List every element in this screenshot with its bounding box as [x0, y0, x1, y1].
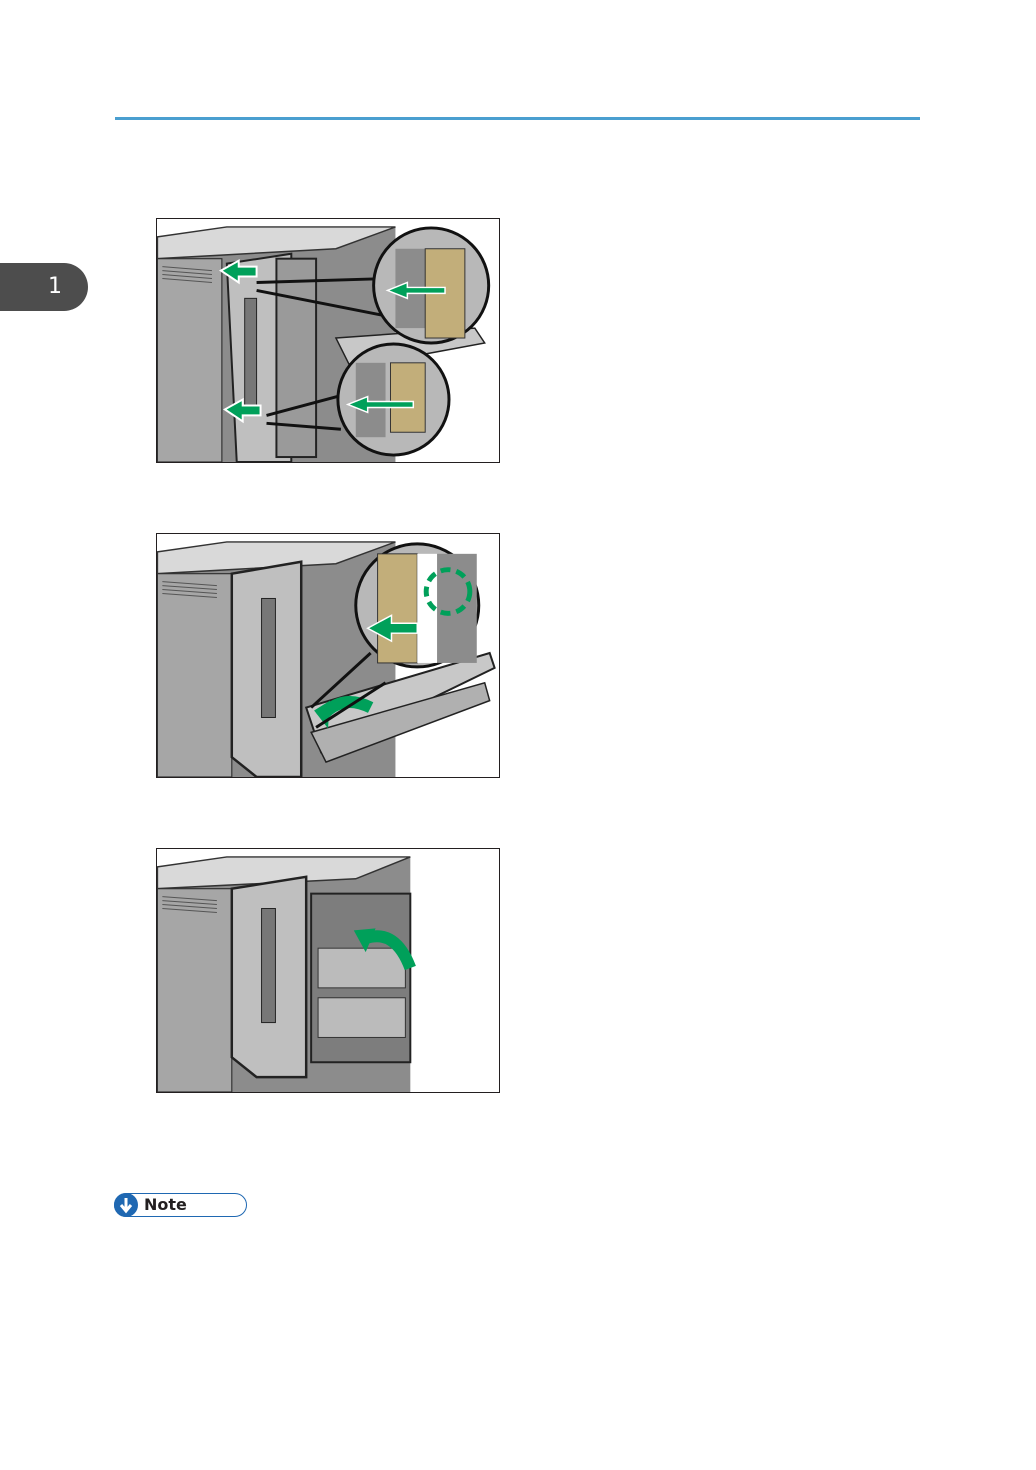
header-rule	[115, 117, 920, 120]
note-badge: Note	[114, 1193, 247, 1217]
printer-illustration-2	[157, 534, 499, 777]
magnifier-icon	[356, 544, 479, 667]
figure-remove-rear-cover	[156, 218, 500, 463]
magnifier-bottom-icon	[338, 344, 449, 455]
figure-close-rear-cover	[156, 848, 500, 1093]
chapter-number: 1	[48, 274, 62, 299]
magnifier-top-icon	[374, 228, 489, 343]
note-arrow-down-icon	[114, 1193, 138, 1217]
printer-illustration-1	[157, 219, 499, 462]
printer-illustration-3	[157, 849, 499, 1092]
chapter-tab: 1	[0, 263, 88, 311]
figure-close-duplex-cover	[156, 533, 500, 778]
note-label: Note	[144, 1195, 187, 1215]
